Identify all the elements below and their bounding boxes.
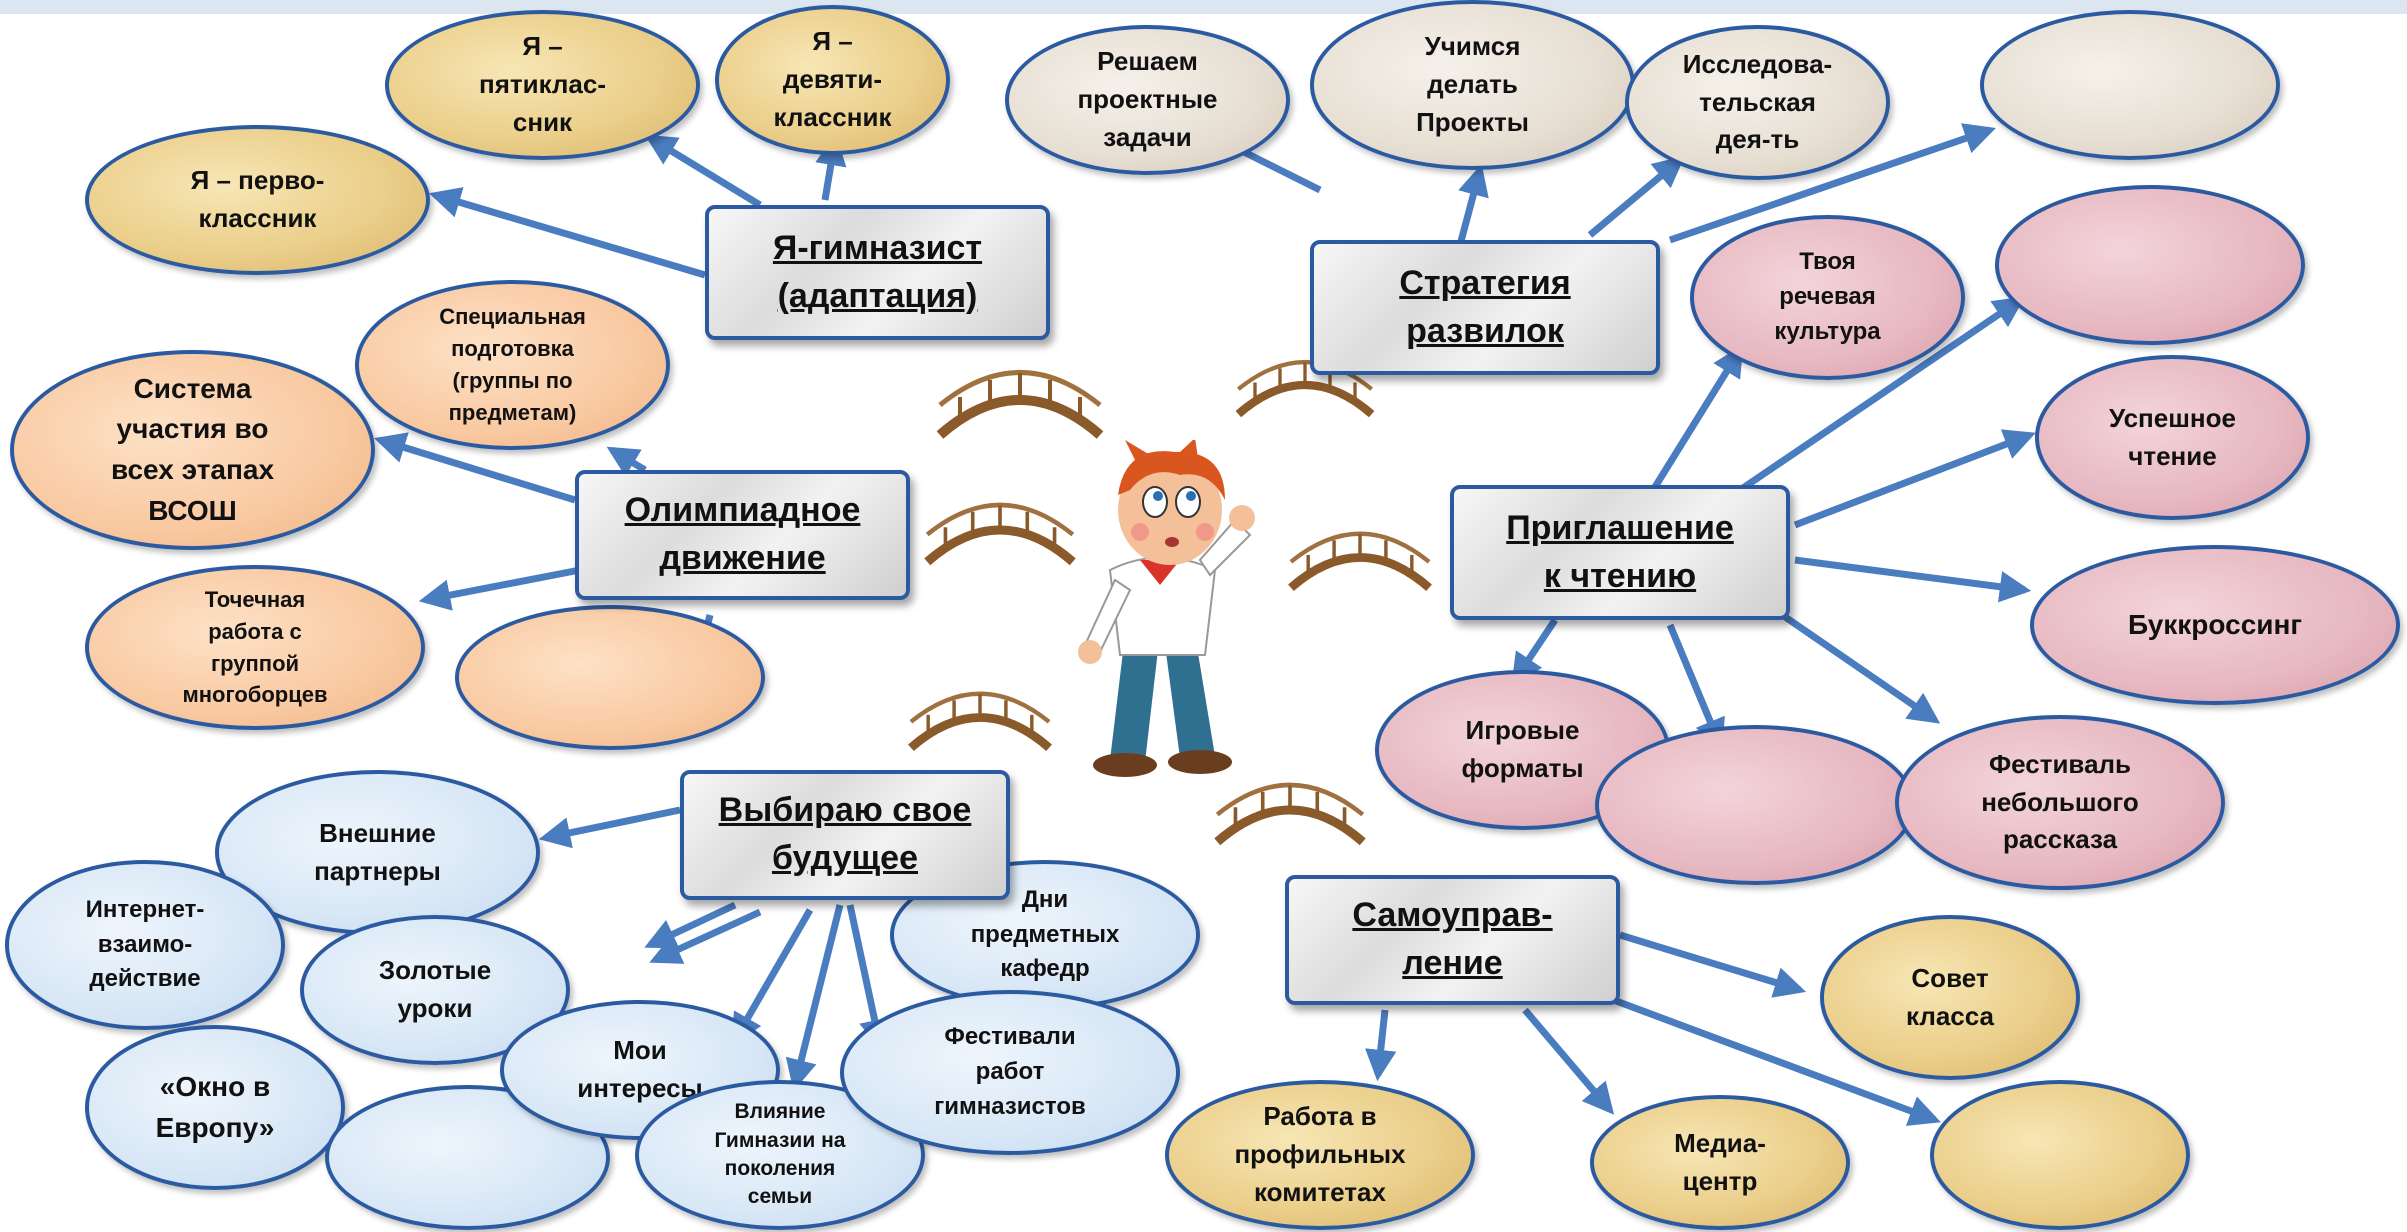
node-bookcrossing: Буккроссинг: [2030, 545, 2400, 705]
wooden-bridge-icon: [908, 691, 1052, 751]
node-first-grader: Я – перво- классник: [85, 125, 430, 275]
arrow-read-story: [1773, 607, 1941, 724]
node-special-prep: Специальная подготовка (группы по предме…: [355, 280, 670, 450]
arrow-gym-fifth: [644, 134, 762, 208]
node-project-tasks: Решаем проектные задачи: [1005, 25, 1290, 175]
hub-olympiad: Олимпиадное движение: [575, 470, 910, 600]
node-learn-projects: Учимся делать Проекты: [1310, 0, 1635, 170]
node-festivals: Фестивали работ гимназистов: [840, 990, 1180, 1155]
node-short-story: Фестиваль небольшого рассказа: [1895, 715, 2225, 890]
node-success-reading: Успешное чтение: [2035, 355, 2310, 520]
arrow-gym-first: [428, 187, 706, 279]
hub-future: Выбираю свое будущее: [680, 770, 1010, 900]
arrow-read-success: [1793, 429, 2036, 529]
node-golden-lessons: Золотые уроки: [300, 915, 570, 1065]
arrow-read-book: [1794, 556, 2032, 603]
arrow-strat-research: [1587, 155, 1685, 238]
node-gold-blank: [1930, 1080, 2190, 1230]
node-pink-top-blank: [1995, 185, 2305, 345]
node-vsosh: Система участия во всех этапах ВСОШ: [10, 350, 375, 550]
node-influence: Влияние Гимназии на поколения семьи: [635, 1080, 925, 1230]
thinking-boy-illustration: [1078, 440, 1255, 777]
node-internet: Интернет- взаимо- действие: [5, 860, 285, 1030]
hub-selfgov: Самоуправ- ление: [1285, 875, 1620, 1005]
node-top-right-blank: [1980, 10, 2280, 160]
node-research: Исследова- тельская дея-ть: [1625, 25, 1890, 180]
hub-reading: Приглашение к чтению: [1450, 485, 1790, 620]
arrow-self-media: [1522, 1007, 1615, 1115]
hub-gymnasist: Я-гимназист (адаптация): [705, 205, 1050, 340]
node-committees: Работа в профильных комитетах: [1165, 1080, 1475, 1230]
node-fifth-grader: Я – пятиклас- сник: [385, 10, 700, 160]
arrow-olymp-vsosh: [373, 432, 577, 504]
arrow-fut-partners: [538, 806, 681, 849]
node-olympiad-blank: [455, 605, 765, 750]
node-pink-mid-blank: [1595, 725, 1915, 885]
arrow-fut-internet-b: [649, 908, 762, 964]
top-bar: [0, 0, 2407, 14]
node-point-work: Точечная работа с группой многоборцев: [85, 565, 425, 730]
arrow-read-pinkmid: [1666, 623, 1725, 751]
arrow-self-goldblank: [1598, 991, 1941, 1126]
wooden-bridge-icon: [936, 370, 1104, 439]
arrow-self-committees: [1365, 1009, 1397, 1082]
arrow-fut-internet-a: [644, 901, 737, 949]
arrow-read-pinktop: [1738, 296, 2026, 493]
arrow-strat-blank: [1668, 123, 1996, 244]
arrow-olymp-prep: [606, 446, 647, 477]
node-speech-culture: Твоя речевая культура: [1690, 215, 1965, 380]
arrow-fut-interests: [731, 908, 814, 1046]
hub-strategy: Стратегия развилок: [1310, 240, 1660, 375]
arrow-fut-influence: [785, 904, 844, 1092]
wooden-bridge-icon: [1288, 531, 1432, 591]
node-media-center: Медиа- центр: [1590, 1095, 1850, 1230]
arrow-olymp-point: [418, 566, 581, 611]
arrow-self-council: [1618, 931, 1807, 998]
wooden-bridge-icon: [1214, 782, 1366, 846]
node-window-europe: «Окно в Европу»: [85, 1025, 345, 1190]
node-ninth-grader: Я – девяти- классник: [715, 5, 950, 155]
arrow-strat-learn: [1456, 163, 1489, 246]
arrow-read-speech: [1647, 344, 1744, 497]
wooden-bridge-icon: [924, 502, 1076, 566]
node-class-council: Совет класса: [1820, 915, 2080, 1080]
node-ext-partners: Внешние партнеры: [215, 770, 540, 935]
